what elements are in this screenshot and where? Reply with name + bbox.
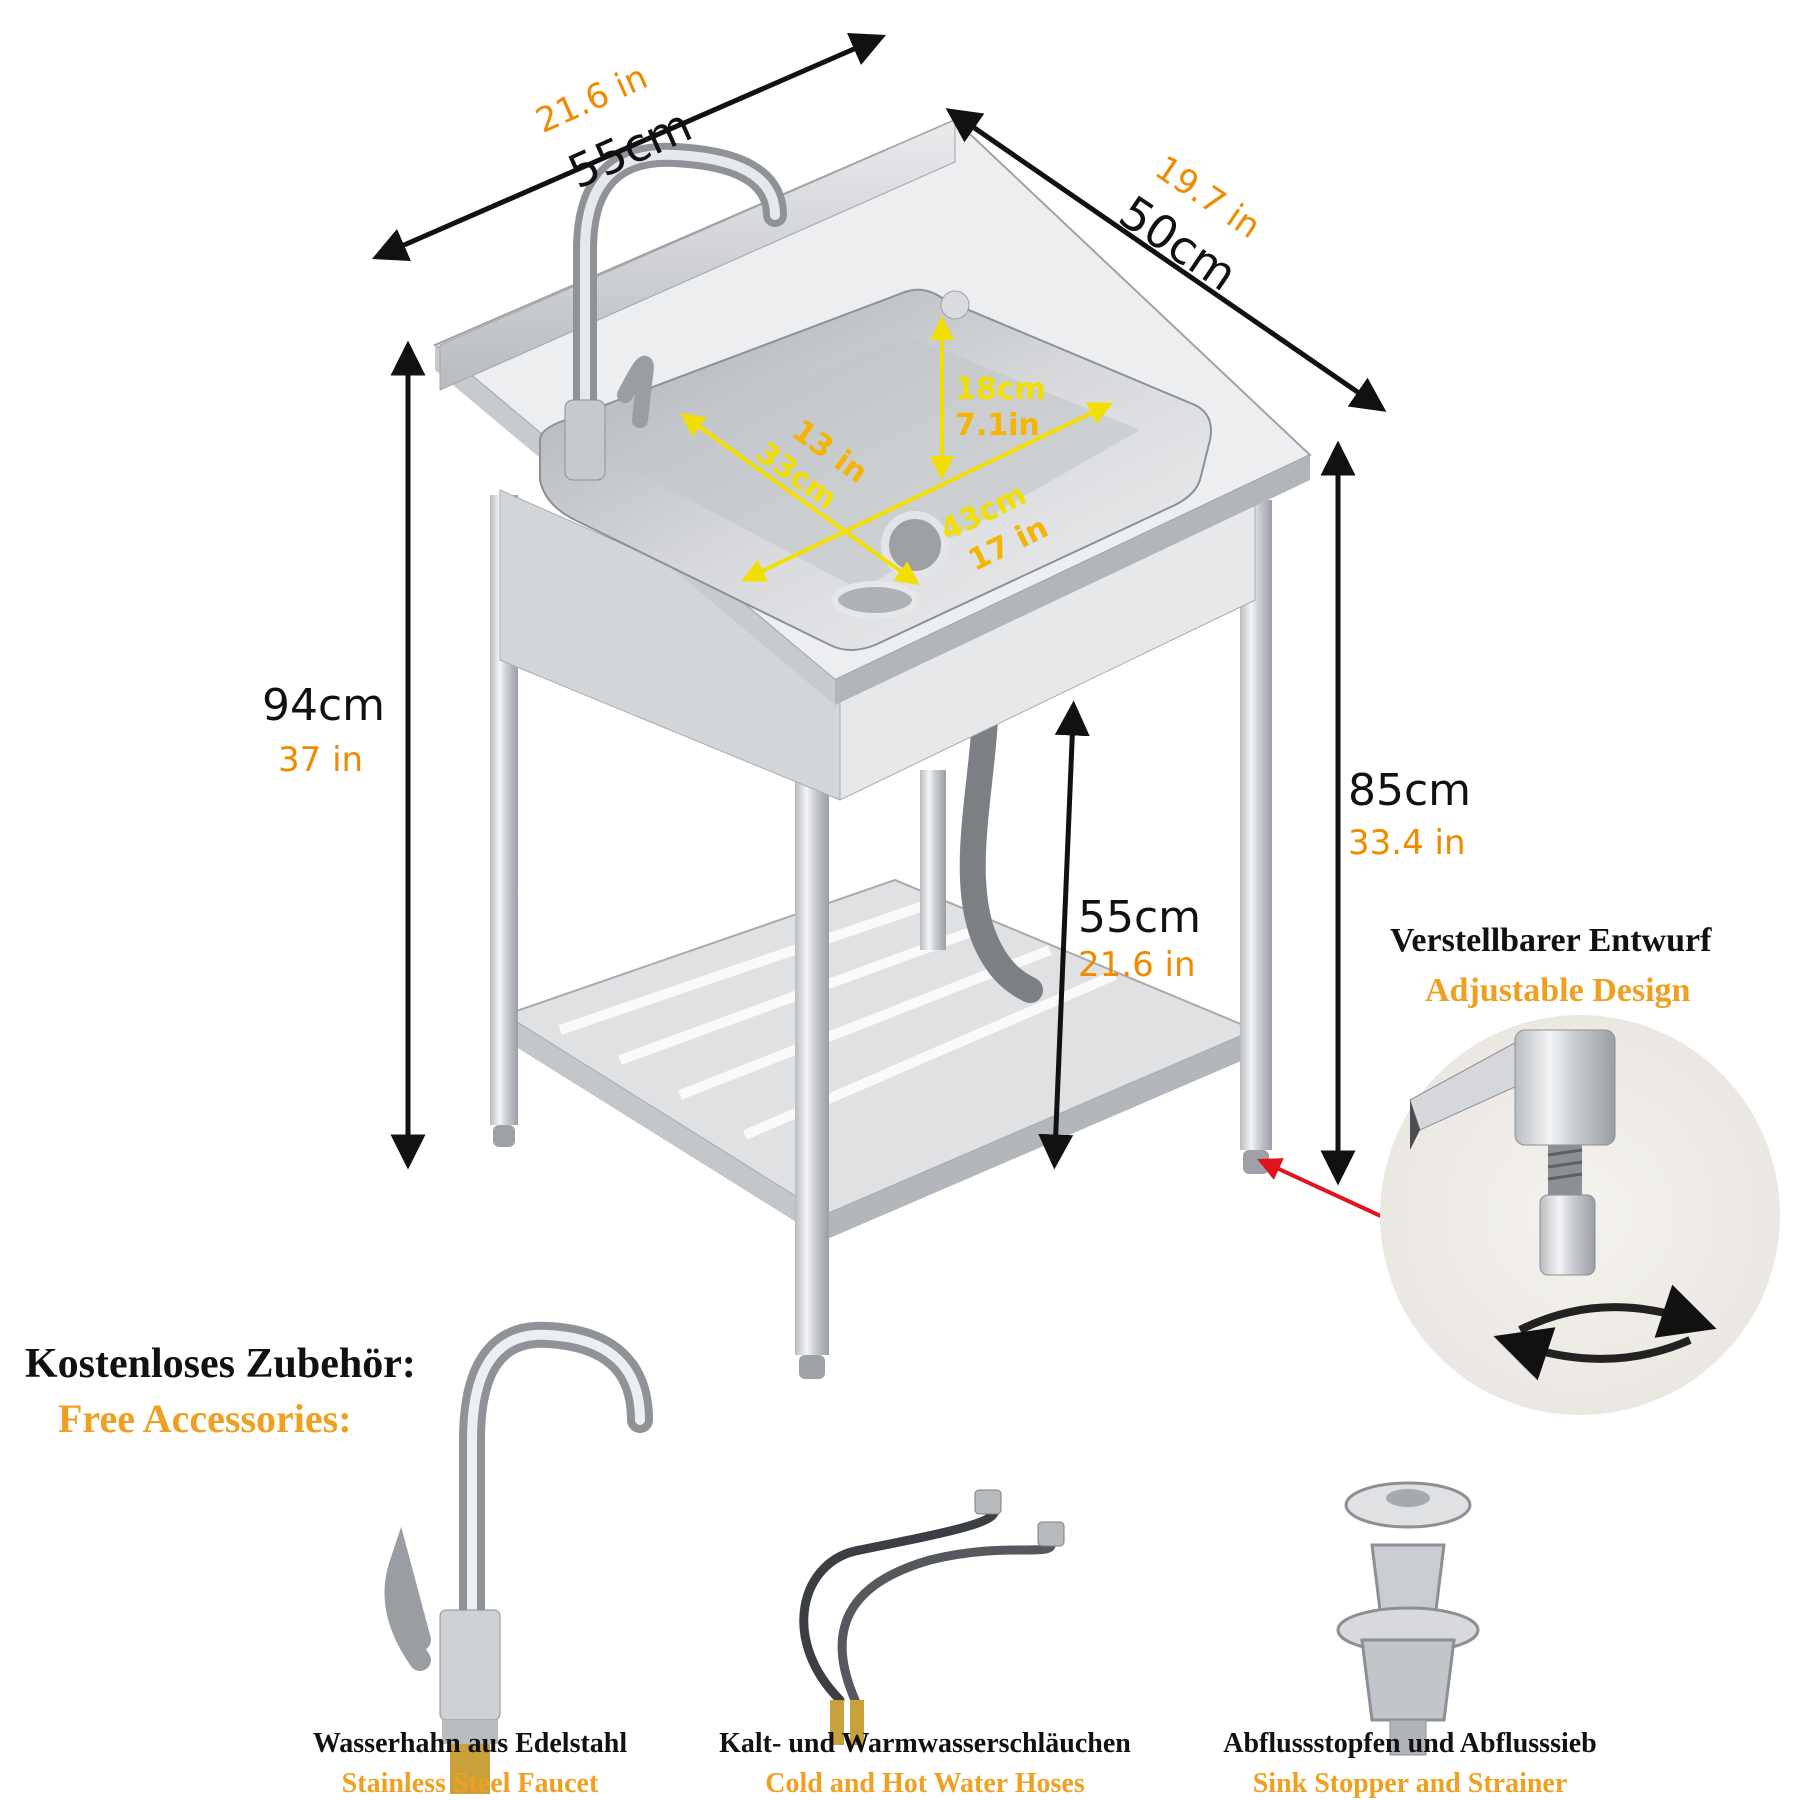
accessory-hoses: Kalt- und Warmwasserschläuchen Cold and … xyxy=(665,1728,1185,1800)
accessory-hoses-en: Cold and Hot Water Hoses xyxy=(765,1768,1085,1799)
adjustable-title-de: Verstellbarer Entwurf xyxy=(1390,922,1712,959)
accessory-strainer-de: Abflussstopfen und Abflusssieb xyxy=(1223,1728,1597,1759)
shelf-in-label: 21.6 in xyxy=(1078,945,1196,985)
adjustable-foot-detail xyxy=(1380,1015,1780,1415)
drain-hose xyxy=(959,707,1043,1003)
shelf-height-arrow xyxy=(1038,700,1090,1170)
counter-cm-label: 85cm xyxy=(1348,765,1472,816)
dimension-arrows xyxy=(371,32,1387,1186)
faucet-hole xyxy=(940,290,970,320)
accessory-hoses-image xyxy=(799,1489,1065,1745)
basin-depth-cm-label: 18cm xyxy=(955,372,1046,407)
accessory-faucet: Wasserhahn aus Edelstahl Stainless Steel… xyxy=(270,1728,670,1800)
accessory-strainer-en: Sink Stopper and Strainer xyxy=(1252,1768,1568,1799)
adjustable-title-en: Adjustable Design xyxy=(1425,972,1691,1009)
leg-front-right xyxy=(1240,500,1272,1150)
adjustable-foot xyxy=(1243,1150,1269,1174)
leg-back-right xyxy=(920,770,946,950)
accessories-heading-de: Kostenloses Zubehör: xyxy=(25,1341,416,1387)
pointer-arrow xyxy=(1257,1158,1386,1220)
accessory-faucet-de: Wasserhahn aus Edelstahl xyxy=(312,1728,628,1759)
height-in-label: 37 in xyxy=(278,740,364,780)
foot xyxy=(799,1355,825,1379)
width-arrow xyxy=(371,32,887,262)
depth-arrow xyxy=(945,108,1387,412)
rotate-icon xyxy=(1518,1284,1717,1338)
height-cm-label: 94cm xyxy=(262,680,386,731)
accessory-faucet-en: Stainless Steel Faucet xyxy=(341,1768,599,1799)
accessory-strainer: Abflussstopfen und Abflusssieb Sink Stop… xyxy=(1180,1728,1640,1800)
accessory-faucet-image xyxy=(384,1321,653,1794)
leg-front-left xyxy=(795,705,829,1355)
counter-in-label: 33.4 in xyxy=(1348,823,1466,863)
basin-depth-in-label: 7.1in xyxy=(955,408,1040,443)
accessory-hoses-de: Kalt- und Warmwasserschläuchen xyxy=(719,1728,1131,1759)
shelf-cm-label: 55cm xyxy=(1078,892,1202,943)
legs xyxy=(490,495,1272,1379)
accessory-strainer-image xyxy=(1336,1481,1480,1756)
basin-arrows xyxy=(680,316,1113,585)
accessories-heading-en: Free Accessories: xyxy=(58,1396,352,1441)
foot xyxy=(493,1125,515,1147)
overflow-hole xyxy=(832,581,918,619)
basin-length-arrow xyxy=(741,402,1113,582)
